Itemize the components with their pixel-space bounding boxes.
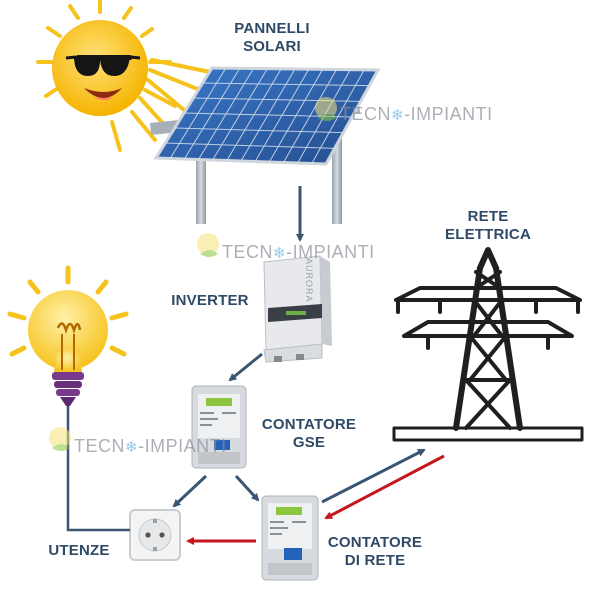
solar-panels-label-line2: SOLARI <box>243 38 301 55</box>
inverter-icon: AURORA <box>263 255 332 363</box>
grid-meter-label-line2: DI RETE <box>344 552 406 569</box>
watermark-brand-left: TECN <box>340 104 391 124</box>
arrow-grid-meter-to-grid <box>321 448 426 504</box>
inverter-label: INVERTER <box>171 292 249 309</box>
power-pylon-icon <box>392 247 584 442</box>
grid-meter-icon <box>261 495 319 581</box>
watermark-brand-left: TECN <box>222 242 273 262</box>
watermark-brand-right: -IMPIANTI <box>286 242 375 262</box>
watermark-brand-right: -IMPIANTI <box>404 104 493 124</box>
watermark-logo-icons <box>49 97 337 451</box>
panel-cell-divider <box>165 142 335 149</box>
flow-arrows <box>172 186 445 545</box>
arrow-gse-meter-to-socket <box>172 474 208 508</box>
watermark-top: TECN❄-IMPIANTI <box>340 104 493 125</box>
light-bulb-icon <box>7 265 129 406</box>
sunglasses-icon <box>65 55 141 76</box>
watermark-middle: TECN❄-IMPIANTI <box>222 242 375 263</box>
panel-cell-divider <box>202 82 370 87</box>
inverter-brand-text: AURORA <box>304 258 314 303</box>
bulb-socket-wire <box>66 406 130 532</box>
grid-meter-label-line1: CONTATORE <box>327 534 423 551</box>
snowflake-icon: ❄ <box>273 245 287 262</box>
gse-meter-label: CONTATORE GSE <box>254 416 364 452</box>
grid-label-line2: ELETTRICA <box>445 226 531 243</box>
snowflake-icon: ❄ <box>125 439 139 456</box>
snowflake-icon: ❄ <box>391 107 405 124</box>
gse-meter-icon <box>191 385 247 469</box>
socket-icon <box>129 509 181 561</box>
watermark-brand-right: -IMPIANTI <box>138 436 227 456</box>
gse-meter-label-line1: CONTATORE <box>261 416 357 433</box>
loads-label: UTENZE <box>48 542 110 559</box>
watermark-bottom: TECN❄-IMPIANTI <box>74 436 227 457</box>
watermark-brand-left: TECN <box>74 436 125 456</box>
grid-label: RETE ELETTRICA <box>428 208 548 244</box>
panel-cell-divider <box>174 127 344 134</box>
grid-meter-label: CONTATORE DI RETE <box>320 534 430 570</box>
arrow-inverter-to-gse-meter <box>228 352 263 382</box>
grid-label-line1: RETE <box>467 208 509 225</box>
arrow-grid-to-grid-meter <box>324 454 445 520</box>
solar-panels-label-line1: PANNELLI <box>234 20 310 37</box>
arrow-gse-meter-to-grid-meter <box>234 474 260 502</box>
gse-meter-label-line2: GSE <box>292 434 326 451</box>
solar-panel-icon <box>149 66 381 224</box>
solar-panels-label: PANNELLI SOLARI <box>222 20 322 56</box>
